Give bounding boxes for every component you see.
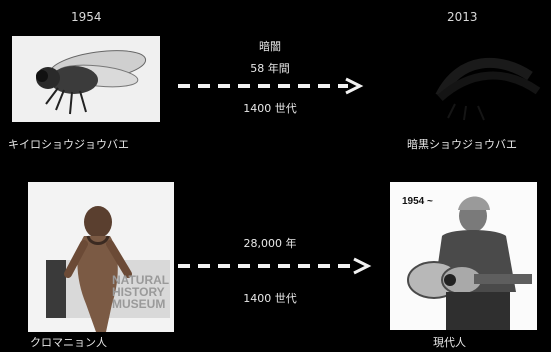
dashed-arrow-icon <box>178 77 364 95</box>
fruit-fly-photo <box>12 36 160 122</box>
dashed-arrow-icon <box>178 257 372 275</box>
bottom-duration: 28,000 年 <box>243 237 297 250</box>
dark-fly-illustration <box>400 36 548 122</box>
dark-fly-photo <box>400 36 548 122</box>
dark-fly-caption: 暗黒ショウジョウバエ <box>407 138 517 151</box>
top-generations: 1400 世代 <box>243 102 297 115</box>
top-middle-title: 暗闇 <box>259 40 281 53</box>
modern-human-photo: 1954 ~ <box>390 182 537 330</box>
top-duration: 58 年間 <box>250 62 290 75</box>
bottom-arrow <box>176 257 376 279</box>
top-arrow <box>176 77 376 99</box>
modern-human-illustration <box>390 182 537 330</box>
modern-photo-tag: 1954 ~ <box>402 196 433 207</box>
fruit-fly-illustration <box>12 36 160 122</box>
bottom-generations: 1400 世代 <box>243 292 297 305</box>
museum-sign-text: NATURAL HISTORY MUSEUM <box>112 274 174 310</box>
modern-human-caption: 現代人 <box>433 336 466 349</box>
cro-magnon-illustration <box>28 182 174 332</box>
museum-sign-line-3: MUSEUM <box>112 297 166 311</box>
cro-magnon-caption: クロマニョン人 <box>30 336 107 349</box>
year-right-top: 2013 <box>447 10 478 24</box>
fruit-fly-caption: キイロショウジョウバエ <box>8 138 129 151</box>
cro-magnon-photo: NATURAL HISTORY MUSEUM <box>28 182 174 332</box>
museum-sign-line-2: HISTORY <box>112 285 165 299</box>
museum-sign-line-1: NATURAL <box>112 273 170 287</box>
year-left-top: 1954 <box>71 10 102 24</box>
